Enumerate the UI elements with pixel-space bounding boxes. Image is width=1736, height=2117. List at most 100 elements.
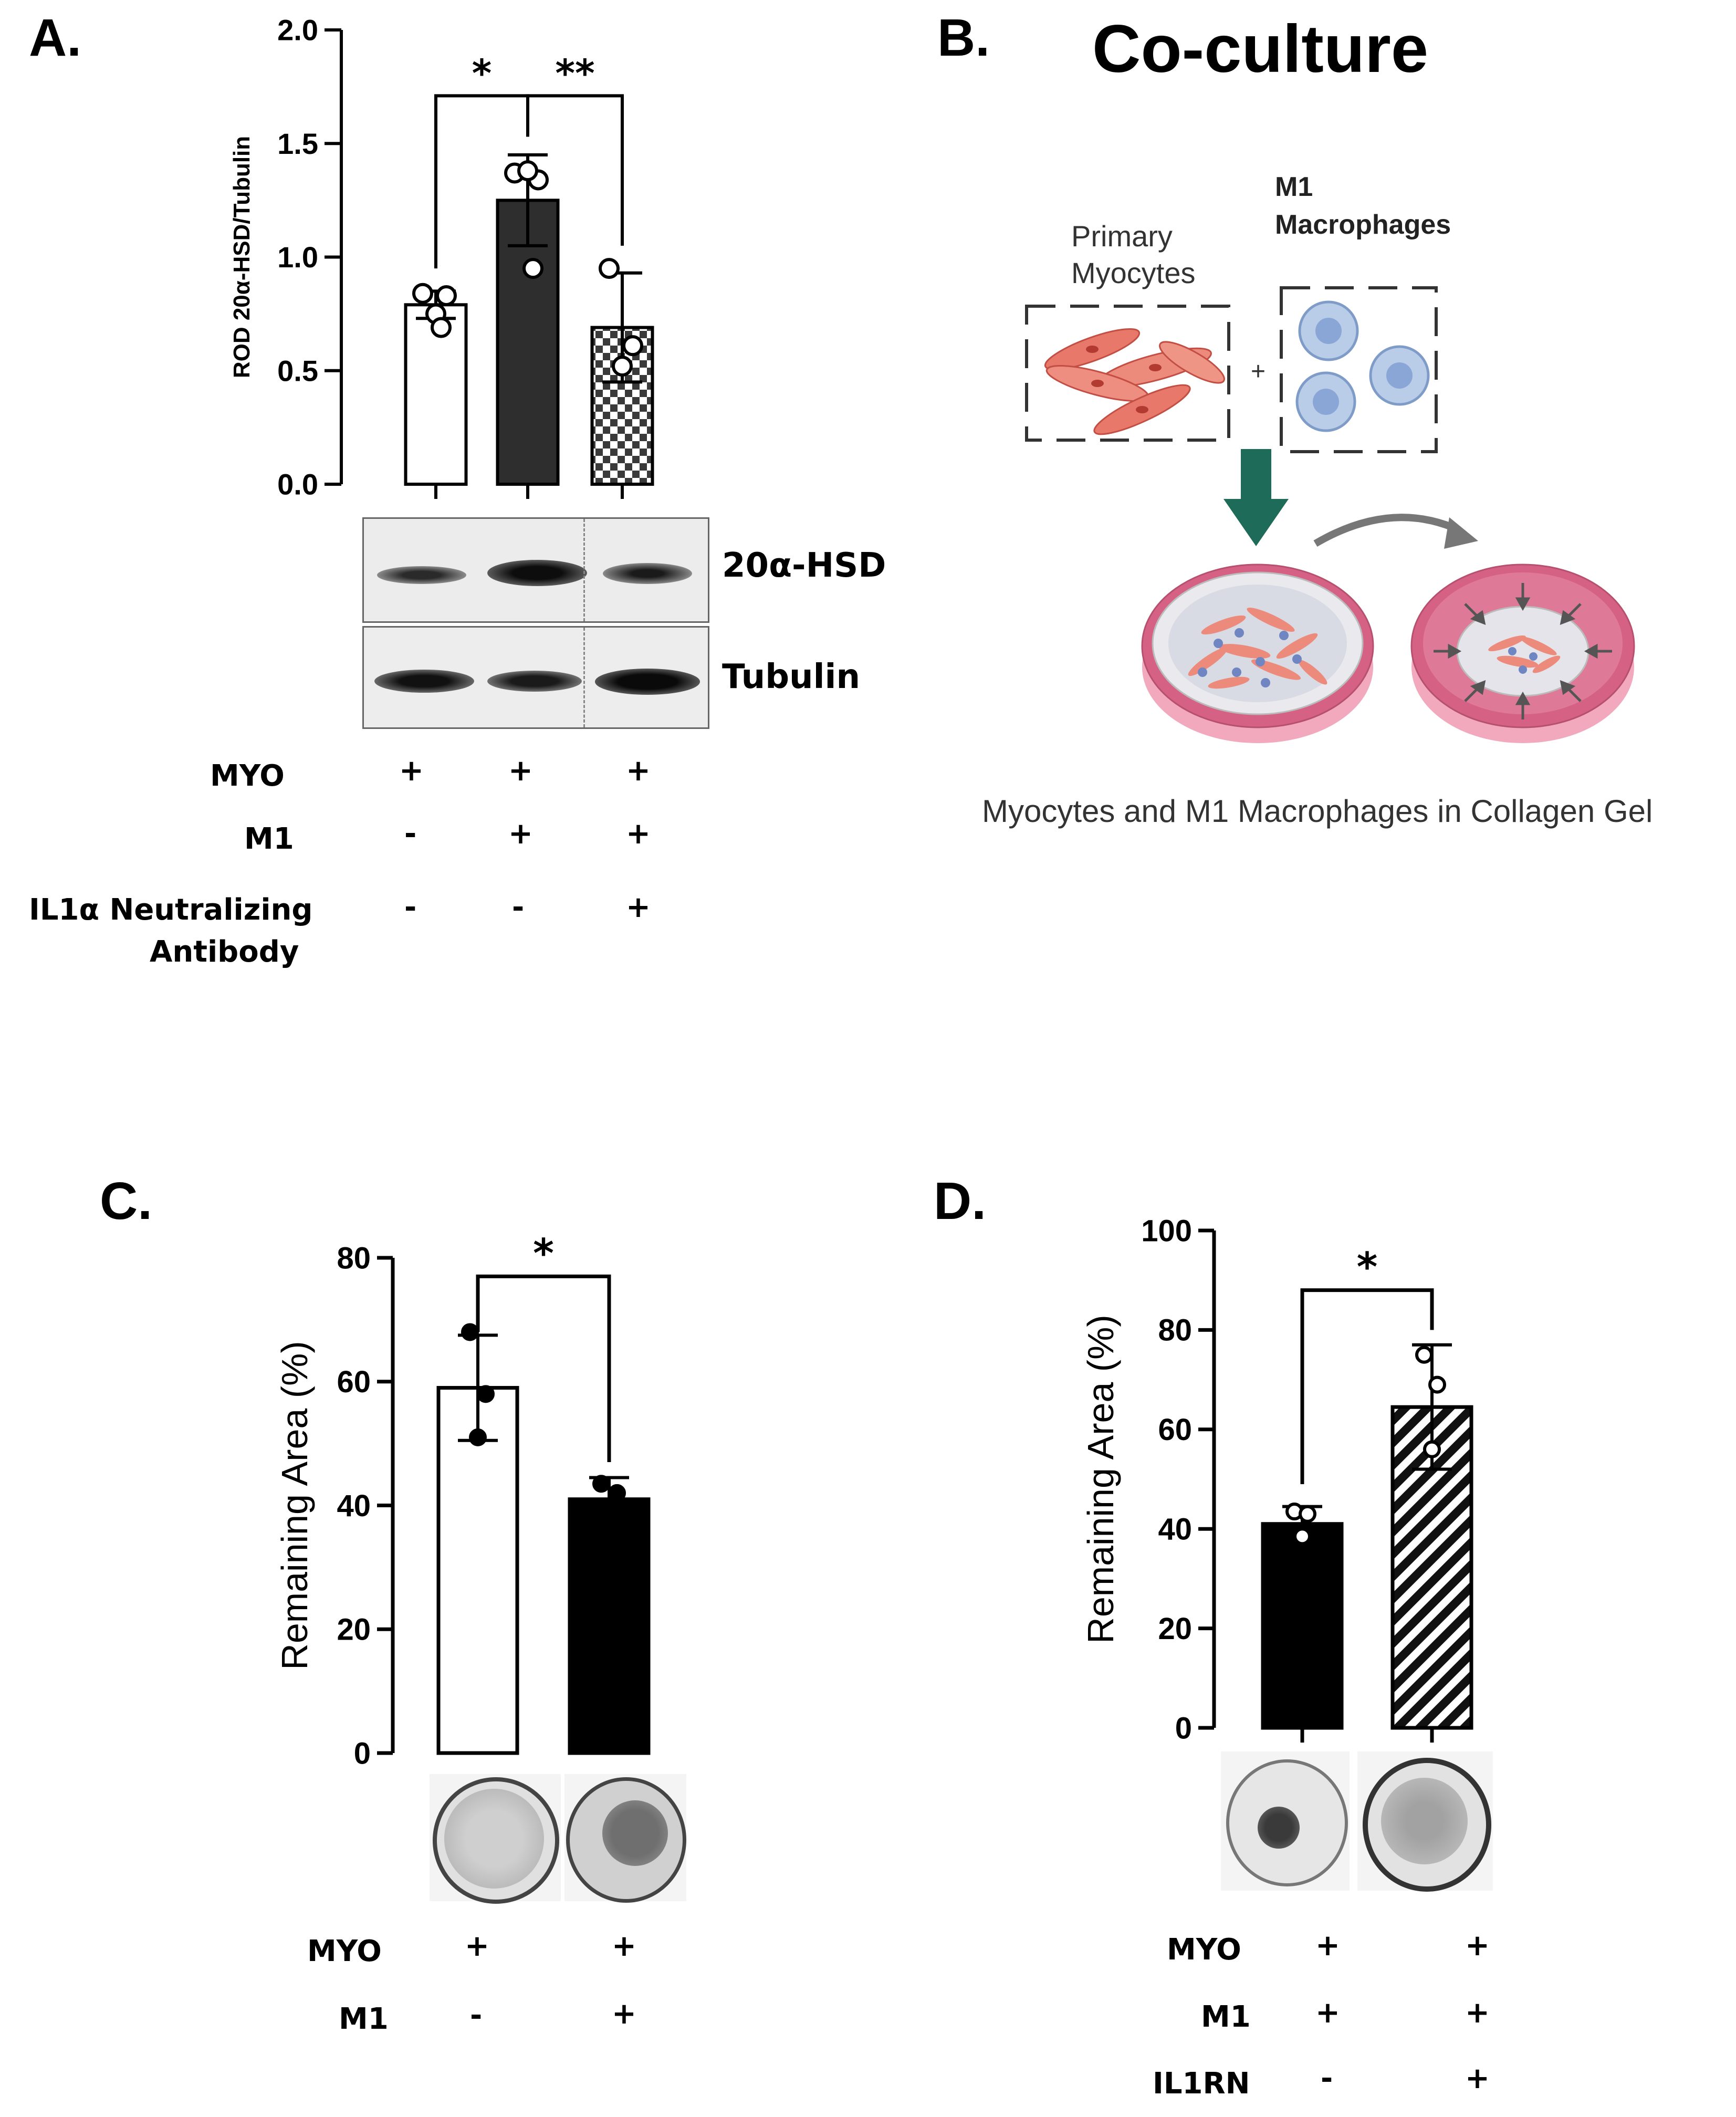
data-point: [477, 1385, 495, 1403]
data-point: [522, 258, 543, 279]
data-point: [592, 1475, 610, 1493]
cond-c-myo-sign: +: [612, 1929, 636, 1963]
curved-arrow-icon: [1313, 514, 1478, 549]
blot-band: [595, 669, 700, 695]
plate-image-c2: [564, 1774, 686, 1903]
bar: [404, 303, 468, 486]
significance-label: *: [533, 1229, 554, 1276]
significance-bracket: [526, 94, 624, 246]
y-tick-label: 60: [1158, 1413, 1192, 1447]
y-tick-label: 40: [1158, 1513, 1192, 1547]
cond-d-m1: M1: [1201, 2000, 1251, 2034]
cond-d-m1-sign: +: [1315, 1996, 1340, 2030]
panel-label-d: D.: [934, 1172, 986, 1230]
data-point: [1428, 1375, 1446, 1394]
cond-a-m1-sign: +: [508, 817, 533, 851]
bar: [1390, 1405, 1473, 1730]
y-tick-label: 40: [337, 1489, 371, 1523]
plate-image-d1: [1221, 1751, 1350, 1891]
significance-bracket: [434, 94, 529, 269]
data-point: [1285, 1503, 1303, 1521]
y-tick-label: 60: [337, 1365, 371, 1399]
bar: [1261, 1522, 1344, 1730]
significance-label: *: [1357, 1244, 1378, 1290]
data-point: [1423, 1440, 1441, 1458]
macrophages-label: M1 Macrophages: [1275, 168, 1451, 244]
cond-d-myo-sign: +: [1315, 1928, 1340, 1963]
macrophages-label-line1: M1: [1275, 172, 1313, 202]
y-tick-label: 0: [1175, 1711, 1192, 1745]
data-point: [504, 162, 525, 184]
blot-divider: [583, 628, 585, 727]
macrophage-box: [1280, 286, 1438, 453]
cond-d-m1-sign: +: [1465, 1996, 1490, 2030]
cond-a-il1a-line2: Antibody: [150, 935, 299, 969]
bar: [496, 199, 560, 486]
data-point: [425, 303, 446, 325]
coculture-caption: Myocytes and M1 Macrophages in Collagen …: [982, 794, 1653, 829]
cond-a-myo: MYO: [210, 759, 285, 793]
western-blot-20a-hsd: [362, 517, 709, 623]
data-point: [1415, 1346, 1433, 1364]
cond-d-myo: MYO: [1167, 1933, 1241, 1967]
collagen-dish-icon: [1141, 564, 1374, 743]
down-arrow-icon: [1223, 449, 1289, 546]
data-point: [517, 160, 538, 182]
myocytes-label-line2: Myocytes: [1071, 256, 1196, 289]
panel-label-a: A.: [29, 8, 81, 67]
y-axis-label: Remaining Area (%): [274, 1341, 315, 1670]
myocyte-cells-icon: [1044, 328, 1225, 435]
plate-image-c1: [430, 1774, 561, 1904]
cond-c-myo: MYO: [307, 1934, 382, 1968]
cond-a-myo-sign: +: [399, 754, 424, 788]
blot-band: [603, 563, 692, 584]
blot-divider: [583, 519, 585, 621]
cond-a-m1-sign: +: [626, 817, 651, 851]
data-point: [528, 169, 549, 191]
data-point: [412, 283, 433, 304]
cond-c-m1-sign: +: [612, 1997, 636, 2031]
data-point: [461, 1323, 479, 1341]
significance-bracket: [1300, 1288, 1434, 1484]
data-point: [599, 258, 620, 279]
blot-band: [487, 671, 582, 692]
data-point: [431, 317, 452, 338]
y-tick-label: 1.0: [277, 241, 318, 274]
data-point: [1293, 1527, 1311, 1546]
bar: [568, 1497, 651, 1755]
western-blot-tubulin: [362, 626, 709, 729]
bar: [590, 326, 654, 486]
y-axis-label: ROD 20α-HSD/Tubulin: [229, 136, 255, 378]
cond-a-il1a-sign: -: [404, 890, 417, 924]
cond-a-m1: M1: [244, 822, 294, 856]
data-point: [436, 285, 457, 307]
cond-d-il1rn: IL1RN: [1153, 2067, 1250, 2101]
significance-label: **: [555, 51, 594, 95]
myocytes-label: Primary Myocytes: [1071, 218, 1196, 291]
plus-sign: +: [1251, 358, 1266, 385]
data-point: [612, 356, 633, 377]
panel-label-b: B.: [937, 8, 990, 67]
cond-d-myo-sign: +: [1465, 1928, 1490, 1963]
blot-label-20a-hsd: 20α-HSD: [722, 546, 886, 585]
blot-label-tubulin: Tubulin: [722, 658, 860, 696]
y-tick-label: 1.5: [277, 127, 318, 160]
cond-d-il1rn-sign: -: [1321, 2061, 1333, 2095]
myocytes-label-line1: Primary: [1071, 220, 1173, 253]
cond-a-m1-sign: -: [404, 817, 417, 851]
y-tick-label: 0.5: [277, 354, 318, 387]
y-tick-label: 2.0: [277, 14, 318, 47]
cond-a-myo-sign: +: [626, 754, 651, 788]
data-point: [608, 1484, 626, 1502]
cond-a-myo-sign: +: [508, 754, 533, 788]
data-point: [1299, 1505, 1316, 1523]
macrophages-label-line2: Macrophages: [1275, 210, 1451, 240]
cond-a-il1a-sign: +: [626, 890, 651, 924]
y-tick-label: 20: [337, 1613, 371, 1647]
blot-band: [377, 566, 466, 584]
myocyte-box: [1025, 305, 1230, 442]
cond-a-il1a: IL1α Neutralizing: [29, 893, 313, 927]
y-tick-label: 0: [354, 1736, 371, 1770]
blot-band: [374, 670, 474, 693]
data-point: [469, 1428, 487, 1446]
